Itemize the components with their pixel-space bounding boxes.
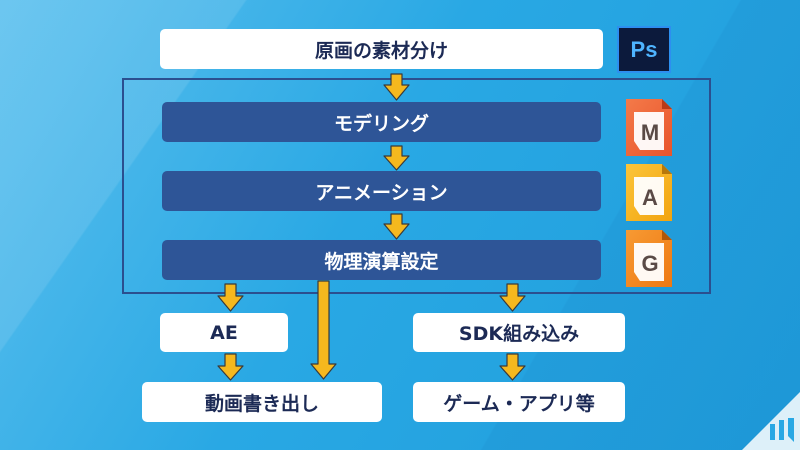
physics-icon: G xyxy=(626,230,672,287)
animation-label: アニメーション xyxy=(315,181,448,204)
game-app-label: ゲーム・アプリ等 xyxy=(443,392,595,415)
modeler-icon: M xyxy=(626,99,672,156)
modeler-icon-label: M xyxy=(641,120,659,145)
sdk-label: SDK組み込み xyxy=(458,323,580,345)
ae-label: AE xyxy=(210,321,238,344)
arrow-to-sdk xyxy=(499,283,526,312)
cubism-group-frame xyxy=(122,78,711,294)
modeling-label: モデリング xyxy=(333,112,429,135)
arrow-to-ae xyxy=(217,283,244,312)
physics-icon-label: G xyxy=(641,251,658,276)
animator-icon: A xyxy=(626,164,672,221)
arrow-ae-to-video xyxy=(217,353,244,381)
arrow-sdk-to-game xyxy=(499,353,526,381)
animation-box: アニメーション xyxy=(162,171,601,211)
modeling-box: モデリング xyxy=(162,102,601,142)
arrow-to-video-export xyxy=(310,280,337,380)
ae-box: AE xyxy=(160,313,288,352)
animator-icon-label: A xyxy=(642,185,658,210)
sdk-box: SDK組み込み xyxy=(413,313,625,352)
corner-logo-icon xyxy=(742,392,800,450)
arrow-modeling-to-animation xyxy=(383,145,410,171)
game-app-box: ゲーム・アプリ等 xyxy=(413,382,625,422)
video-export-box: 動画書き出し xyxy=(142,382,382,422)
source-split-box: 原画の素材分け xyxy=(160,29,603,69)
source-split-label: 原画の素材分け xyxy=(314,39,448,62)
physics-label: 物理演算設定 xyxy=(324,250,439,273)
photoshop-icon-label: Ps xyxy=(630,36,658,62)
physics-box: 物理演算設定 xyxy=(162,240,601,280)
photoshop-icon: Ps xyxy=(617,26,671,73)
video-export-label: 動画書き出し xyxy=(204,392,319,415)
arrow-animation-to-physics xyxy=(383,213,410,240)
arrow-source-to-modeling xyxy=(383,73,410,101)
